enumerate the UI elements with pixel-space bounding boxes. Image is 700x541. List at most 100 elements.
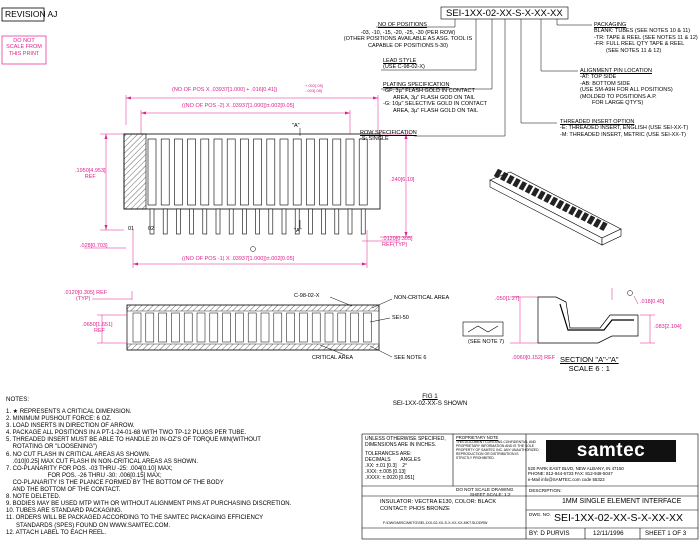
contact-slot: [187, 138, 196, 206]
iso-contact: [574, 209, 583, 219]
label-critical: CRITICAL AREA: [312, 355, 354, 361]
side-contact: [132, 312, 142, 343]
dim-height: .1950[4.953]REF: [75, 168, 106, 181]
contact-slot: [253, 138, 262, 206]
contact-slot: [160, 138, 170, 206]
contact-tail: [321, 208, 326, 235]
contact-tail: [202, 208, 208, 235]
positions-title: NO OF POSITIONS: [378, 22, 427, 28]
iso-contact: [512, 178, 521, 188]
contact-slot: [240, 138, 249, 206]
revision-label: REVISION AJ: [5, 9, 58, 19]
side-contact: [183, 312, 193, 343]
pin-label-02: 02: [148, 226, 155, 232]
contact-tail: [334, 208, 340, 235]
side-contact: [158, 312, 167, 343]
description: 1MM SINGLE ELEMENT INTERFACE: [562, 498, 682, 505]
dim-overall-tol: +.002[.05]-.003[.08]: [305, 83, 323, 93]
side-contact: [209, 312, 219, 343]
notes-heading: NOTES:: [6, 396, 30, 403]
side-contact: [247, 312, 257, 343]
contact-tail: [308, 208, 313, 235]
dwg-no-label: DWG. NO.: [529, 512, 551, 517]
part-number-box: [440, 6, 569, 20]
threaded-insert: THREADED INSERT OPTION -E: THREADED INSE…: [560, 119, 689, 138]
packaging: PACKAGING BLANK: TUBES (SEE NOTES 10 & 1…: [594, 22, 698, 54]
contact-slot: [345, 138, 355, 206]
drawn-by: BY: D PURVIS: [529, 530, 570, 537]
contact-slot: [226, 138, 236, 206]
contact-slot: [319, 138, 328, 206]
plating-spec: PLATING SPECIFICATION -GF: 3µ" FLASH GOL…: [383, 82, 488, 114]
samtec-logo: samtec: [546, 440, 676, 462]
contact-slot: [266, 138, 276, 206]
side-contact: [311, 312, 321, 343]
dim-left-width: .028[0.703]: [80, 243, 108, 249]
iso-contact: [592, 218, 602, 228]
contact-slot: [358, 138, 368, 206]
side-contact: [273, 312, 283, 343]
label-noncritical: NON-CRITICAL AREA: [394, 295, 450, 301]
positions-desc: -03, -10, -15, -20, -25, -30 (PER ROW)(O…: [343, 30, 473, 49]
side-contact: [260, 312, 270, 343]
side-contact: [171, 312, 180, 343]
contact-slot: [147, 138, 157, 206]
contact-slot: [332, 138, 342, 206]
label-see-note7: (SEE NOTE 7): [468, 339, 505, 345]
side-contact: [196, 312, 206, 343]
iso-contact: [499, 171, 509, 182]
contact-tail: [294, 208, 300, 235]
section-aa: [510, 288, 655, 344]
contact-slot: [306, 138, 315, 206]
contact-tail: [360, 208, 366, 235]
iso-contact: [568, 206, 577, 216]
lead-style: LEAD STYLE(USE C-98-02-X): [383, 58, 425, 71]
contact-tail: [228, 208, 234, 235]
contact-slot: [174, 138, 183, 206]
contact-tail: [162, 208, 168, 235]
sheet-number: SHEET 1 OF 3: [645, 530, 687, 537]
part-number: SEI-1XX-02-XX-S-X-XX-XX: [446, 8, 563, 19]
revision-box: [1, 7, 45, 22]
note7-detail: [462, 321, 504, 337]
contact-tail: [281, 208, 287, 235]
dim-sec-050: .050[1.27]: [495, 296, 520, 302]
iso-contact: [580, 212, 590, 222]
contact-slot: [213, 138, 223, 206]
callout-leaders: [376, 19, 592, 137]
side-contact: [363, 312, 372, 343]
company-address: 520 PARK EAST BLVD, NEW ALBANY, IN 47150…: [528, 466, 624, 482]
label-c98: C-98-02-X: [294, 293, 320, 299]
side-contact: [145, 312, 155, 343]
iso-contact: [537, 190, 546, 200]
contact-tail: [268, 208, 274, 235]
dim-side-top: .0120[0.305] REF(TYP): [64, 290, 108, 303]
iso-contact: [549, 196, 559, 207]
front-view: [84, 95, 412, 268]
contact-tail: [255, 208, 260, 235]
iso-contact: [555, 199, 565, 210]
row-spec: ROW SPECIFICATION-S: SINGLE: [360, 130, 417, 143]
dim-sec-083: .083[2.104]: [654, 324, 682, 330]
dim-overall-length: (NO OF POS X .03937[1.000] + .016[0.41]): [172, 87, 278, 93]
iso-contact: [599, 221, 608, 231]
proprietary-note: PROPRIETARY NOTE THIS DOCUMENT CONTAINS …: [456, 435, 539, 461]
side-contact: [286, 312, 295, 343]
contact-tail: [176, 208, 181, 235]
contact-slot: [279, 138, 289, 206]
alignment-pin: ALIGNMENT PIN LOCATION -AT: TOP SIDE-AB:…: [580, 68, 673, 107]
contact-tail: [242, 208, 247, 235]
title-block-lines: [361, 433, 699, 540]
label-sei50: SEI-50: [392, 315, 409, 321]
contact-tail: [189, 208, 194, 235]
file-path: F:\DWG\MISC\MKTG\SEI-1XX-02-XX-S-X-XX-XX…: [383, 521, 488, 525]
iso-contact: [506, 175, 515, 185]
contact-slot: [292, 138, 302, 206]
iso-contact: [524, 184, 534, 194]
iso-contact: [530, 187, 540, 197]
side-contact: [299, 312, 308, 343]
